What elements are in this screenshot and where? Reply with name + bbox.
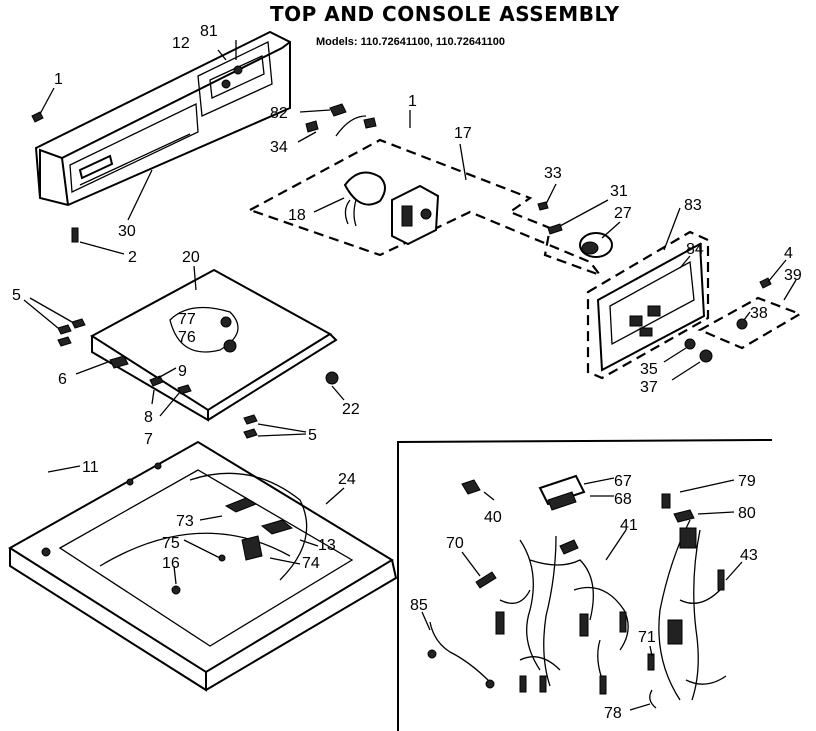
- clips-5-bottom: [243, 414, 307, 439]
- callout-39: 39: [784, 267, 802, 284]
- callout-81: 81: [200, 23, 218, 40]
- callout-73: 73: [176, 513, 194, 530]
- callout-38: 38: [750, 305, 768, 322]
- callout-40: 40: [484, 509, 502, 526]
- callout-85: 85: [410, 597, 428, 614]
- callout-35: 35: [640, 361, 658, 378]
- callout-6: 6: [58, 371, 67, 388]
- callout-78: 78: [604, 705, 622, 722]
- callout-68: 68: [614, 491, 632, 508]
- part-79-80: [661, 493, 695, 523]
- callout-33: 33: [544, 165, 562, 182]
- callout-13: 13: [318, 537, 336, 554]
- callout-16: 16: [162, 555, 180, 572]
- models-subtitle: Models: 110.72641100, 110.72641100: [316, 36, 505, 48]
- callout-9: 9: [178, 363, 187, 380]
- wire-85: [427, 621, 495, 689]
- callout-70: 70: [446, 535, 464, 552]
- callout-5-bottom: 5: [308, 427, 317, 444]
- callout-83: 83: [684, 197, 702, 214]
- callout-79: 79: [738, 473, 756, 490]
- cabinet-top: [8, 440, 398, 692]
- callout-1-knob: 1: [408, 93, 417, 110]
- callout-7: 7: [144, 431, 153, 448]
- callout-77: 77: [178, 311, 196, 328]
- callout-37: 37: [640, 379, 658, 396]
- callout-82: 82: [270, 105, 288, 122]
- callout-8: 8: [144, 409, 153, 426]
- wire-harness-41: [495, 535, 629, 695]
- callout-5-top: 5: [12, 287, 21, 304]
- screw-33-31: [537, 201, 563, 235]
- callout-41: 41: [620, 517, 638, 534]
- callout-75: 75: [162, 535, 180, 552]
- bracket-39-outline: [697, 296, 803, 350]
- connector-70: [475, 571, 497, 589]
- rear-panel-outline: [586, 230, 710, 380]
- callout-2: 2: [128, 249, 137, 266]
- callout-4: 4: [784, 245, 793, 262]
- wire-harness-43: [658, 519, 727, 701]
- callout-27: 27: [614, 205, 632, 222]
- terminal-block-67-68: [538, 474, 586, 511]
- timer-motor: [343, 171, 386, 227]
- callout-24: 24: [338, 471, 356, 488]
- console-panel: [34, 30, 291, 207]
- callout-31: 31: [610, 183, 628, 200]
- callout-71: 71: [638, 629, 656, 646]
- callout-30: 30: [118, 223, 136, 240]
- control-group-outline: [247, 138, 604, 278]
- timer: [391, 184, 440, 246]
- title: TOP AND CONSOLE ASSEMBLY: [270, 2, 620, 26]
- screw-1: [31, 87, 55, 123]
- callout-67: 67: [614, 473, 632, 490]
- callout-22: 22: [342, 401, 360, 418]
- callout-1-console: 1: [54, 71, 63, 88]
- callout-43: 43: [740, 547, 758, 564]
- knob-82-34: [305, 103, 377, 137]
- switch-27: [579, 232, 613, 258]
- callout-12: 12: [172, 35, 190, 52]
- callout-74: 74: [302, 555, 320, 572]
- callout-17: 17: [454, 125, 472, 142]
- connector-40: [461, 479, 481, 495]
- inset-frame: [397, 439, 773, 731]
- callout-80: 80: [738, 505, 756, 522]
- callout-76: 76: [178, 329, 196, 346]
- clips-5-top: [23, 297, 86, 347]
- part-71-78: [647, 653, 657, 709]
- callout-11: 11: [82, 459, 99, 476]
- callout-84: 84: [686, 241, 704, 258]
- callout-20: 20: [182, 249, 200, 266]
- screw-2: [71, 227, 125, 255]
- top-cover: [90, 268, 338, 422]
- callout-18: 18: [288, 207, 306, 224]
- callout-34: 34: [270, 139, 288, 156]
